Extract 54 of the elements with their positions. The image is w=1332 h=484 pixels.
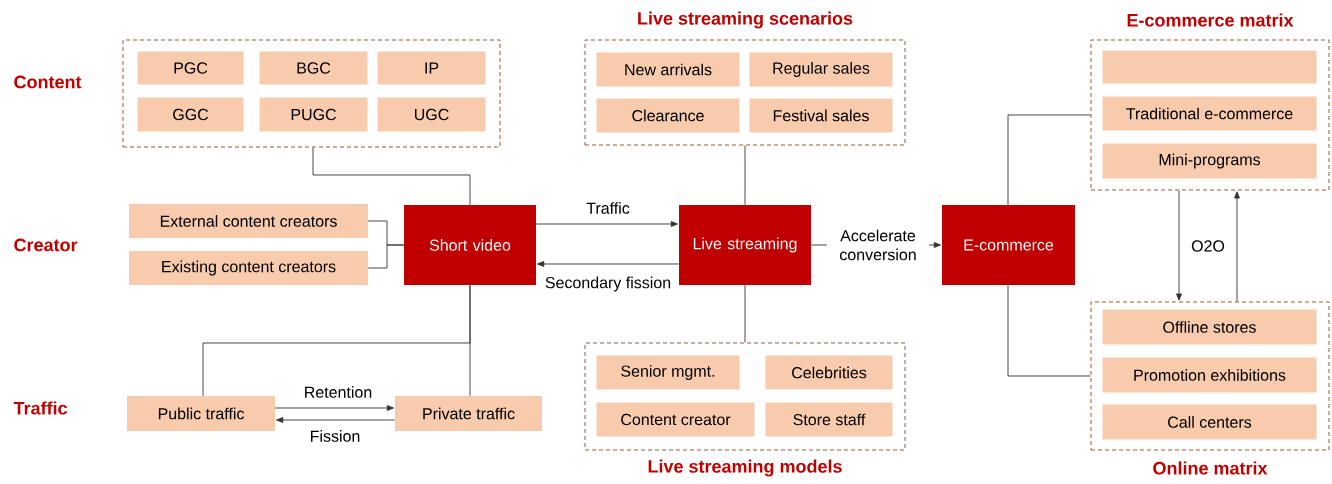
- item-box: New arrivals: [596, 52, 740, 87]
- item-box: Celebrities: [765, 355, 893, 390]
- item-box: Traditional e-commerce: [1102, 96, 1317, 131]
- connector-line: [744, 145, 746, 206]
- item-box: Clearance: [596, 98, 740, 133]
- connector-line: [1007, 114, 1091, 206]
- process-box: E-commerce: [942, 205, 1075, 285]
- arrow: [537, 261, 680, 267]
- item-box: Store staff: [765, 402, 893, 437]
- connector-line: [469, 284, 471, 397]
- connector-line: [1007, 284, 1091, 377]
- arrow: [274, 405, 394, 411]
- arrow: [1234, 191, 1240, 302]
- connector-line: [744, 284, 746, 343]
- item-box: Senior mgmt.: [596, 355, 740, 390]
- item-box: Regular sales: [749, 52, 893, 87]
- edge-label: Accelerate conversion: [827, 228, 929, 262]
- connector-line: [367, 244, 405, 269]
- edge-label: O2O: [1191, 240, 1225, 252]
- item-box: Existing content creators: [129, 251, 368, 285]
- process-box: Short video: [404, 205, 536, 285]
- item-box: GGC: [137, 97, 244, 132]
- item-box: Content creator: [596, 402, 755, 437]
- edge-label: Fission: [311, 430, 360, 442]
- group-heading: Live streaming scenarios: [638, 11, 853, 29]
- edge-label: Traffic: [586, 202, 630, 214]
- item-box: PGC: [137, 51, 244, 85]
- edge-label: Secondary fission: [545, 276, 671, 292]
- arrow: [276, 417, 396, 423]
- item-box: Public traffic: [127, 396, 275, 431]
- item-box: Call centers: [1102, 404, 1317, 440]
- item-box: Mini-programs: [1102, 143, 1317, 179]
- group-heading: Live streaming models: [648, 459, 842, 477]
- item-box: UGC: [377, 97, 486, 132]
- process-box: Live streaming: [679, 205, 811, 285]
- row-label: Traffic: [13, 401, 68, 415]
- item-box: IP: [377, 51, 486, 85]
- item-box: BGC: [259, 51, 368, 85]
- item-box: PUGC: [259, 97, 368, 132]
- item-box: Festival sales: [749, 98, 893, 133]
- row-label: Creator: [14, 238, 78, 252]
- group-heading: Online matrix: [1153, 461, 1268, 475]
- item-box: Private traffic: [395, 396, 542, 431]
- edge-label: Retention: [305, 386, 372, 398]
- item-box: Offline stores: [1102, 309, 1317, 345]
- item-box: [1102, 50, 1317, 84]
- row-label: Content: [14, 75, 82, 89]
- item-box: External content creators: [129, 204, 368, 238]
- dashed-group-box: [122, 39, 501, 148]
- group-heading: E-commerce matrix: [1127, 13, 1294, 27]
- connector-line: [312, 147, 471, 206]
- arrow: [1176, 190, 1182, 301]
- item-box: Promotion exhibitions: [1102, 357, 1317, 393]
- arrow: [535, 221, 678, 227]
